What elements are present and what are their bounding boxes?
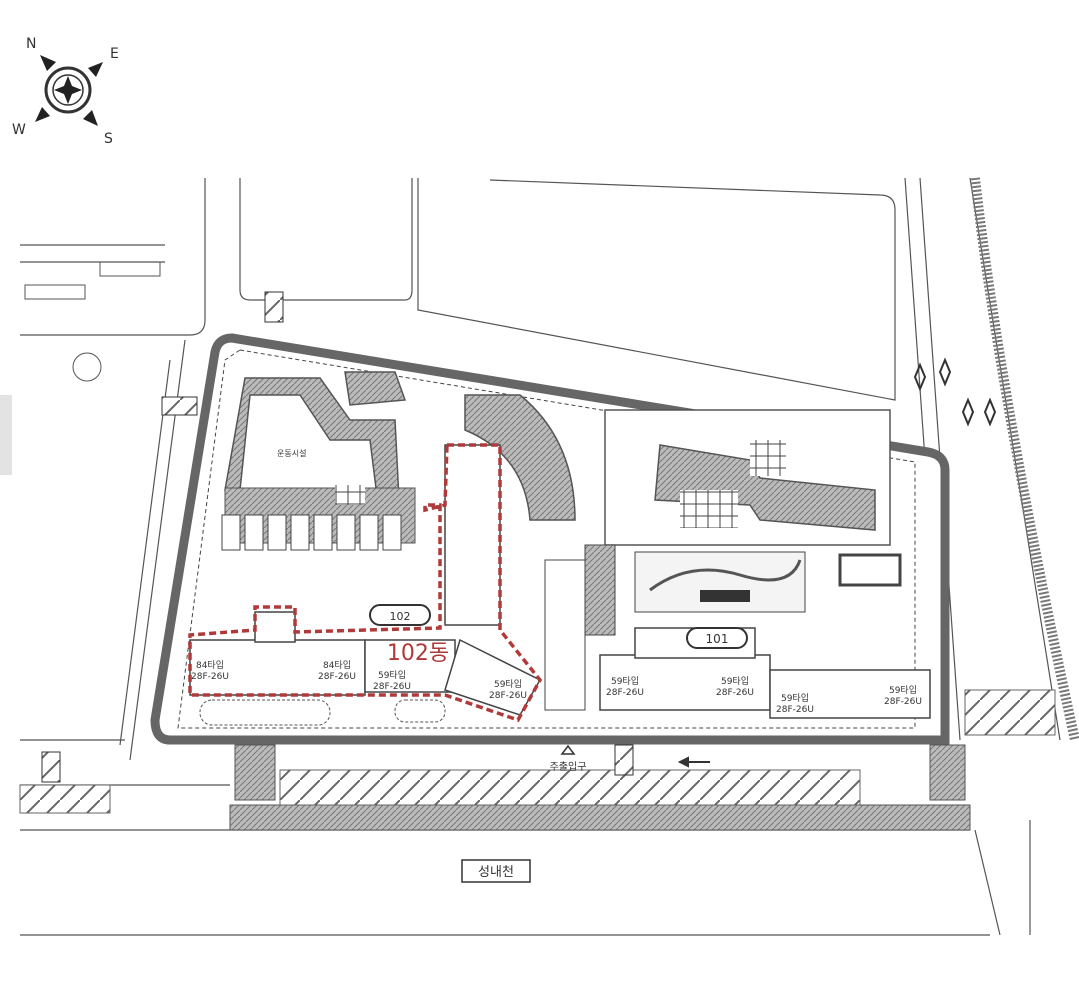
main-entrance-label: 주출입구 [550, 760, 587, 773]
unit-type: 59타입 [889, 684, 917, 696]
unit-spec: 28F-26U [884, 697, 922, 707]
edge-patch [0, 395, 12, 475]
building-102-highlight [188, 443, 543, 723]
unit-type: 84타입 [323, 659, 351, 671]
entrance-icon [560, 744, 576, 755]
compass-south: S [104, 131, 113, 147]
building-102-number: 102 [390, 610, 411, 623]
unit-spec: 28F-26U [318, 672, 356, 682]
building-102-highlight-label: 102동 [387, 641, 449, 666]
building-101-number: 101 [706, 632, 729, 646]
compass-east: E [110, 46, 119, 62]
unit-spec: 28F-26U [716, 688, 754, 698]
unit-type: 59타입 [611, 675, 639, 687]
compass-west: W [12, 122, 26, 138]
site-structures [199, 371, 902, 726]
unit-spec: 28F-26U [373, 682, 411, 692]
unit-type: 84타입 [196, 659, 224, 671]
roads [19, 177, 1079, 936]
stream-label: 성내천 [478, 865, 514, 880]
unit-spec: 28F-26U [191, 672, 229, 682]
building-101: 101 59타입 28F-26U 59타입 28F-26U 59타입 28F-2… [599, 627, 931, 719]
compass-north: N [26, 36, 36, 52]
unit-type: 59타입 [378, 669, 406, 681]
building-102: 102 84타입 28F-26U 84타입 28F-26U 59타입 28F-2… [188, 443, 543, 723]
sports-facility-label: 운동시설 [277, 448, 306, 458]
unit-type: 59타입 [494, 678, 522, 690]
unit-spec: 28F-26U [606, 688, 644, 698]
unit-spec: 28F-26U [489, 691, 527, 701]
stream-label-box [461, 859, 531, 883]
unit-type: 59타입 [781, 692, 809, 704]
unit-type: 59타입 [721, 675, 749, 687]
compass-icon: N E W S [12, 36, 119, 147]
unit-spec: 28F-26U [776, 705, 814, 715]
